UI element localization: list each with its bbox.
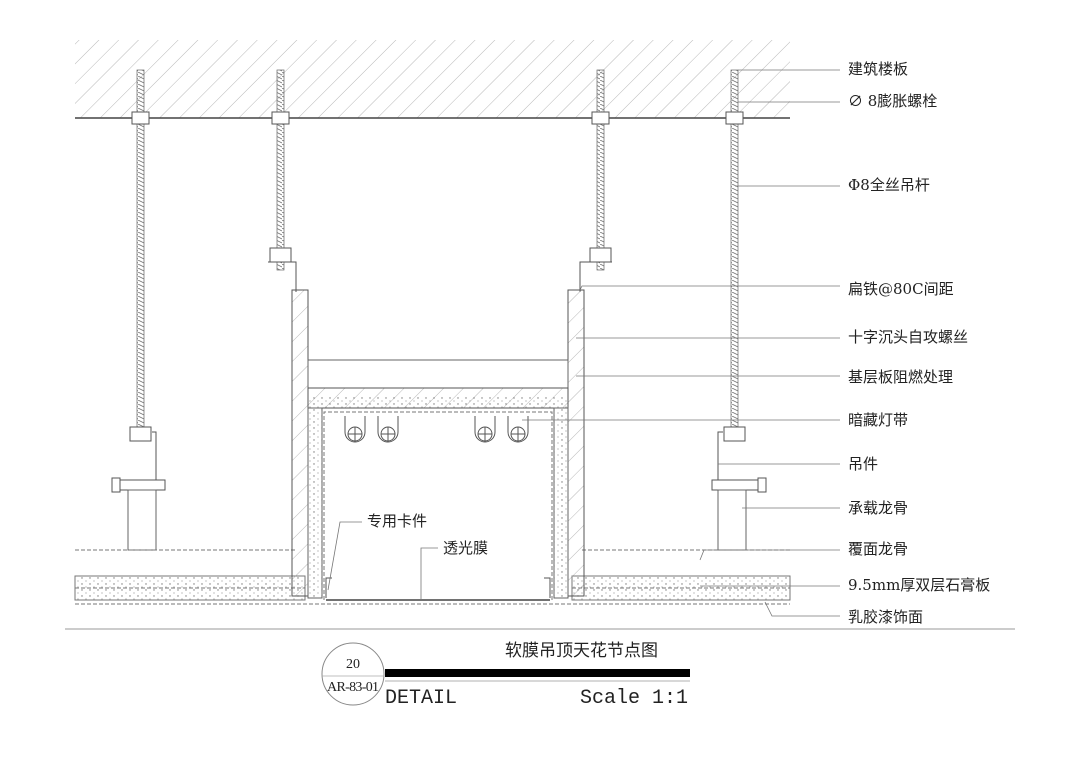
detail-number: 20: [346, 657, 360, 672]
hanger-right: [711, 431, 767, 551]
rod-right-inner: [579, 69, 612, 292]
label-flat-iron: 扁铁@80C间距: [848, 280, 954, 298]
rod-left-outer: [129, 69, 152, 442]
label-cover-channel: 覆面龙骨: [848, 540, 908, 558]
label-hidden-light: 暗藏灯带: [848, 411, 908, 429]
threaded-rods: [129, 69, 746, 442]
callout-labels: 建筑楼板 ∅ 8膨胀螺栓 Φ8全丝吊杆 扁铁@80C间距 十字沉头自攻螺丝 基层…: [367, 60, 990, 626]
label-base-board: 基层板阻燃处理: [848, 368, 953, 386]
detail-word: DETAIL: [385, 687, 457, 710]
label-expansion-bolt: ∅ 8膨胀螺栓: [848, 92, 937, 110]
led-strips: [344, 416, 529, 443]
led-light-icon: [474, 416, 496, 443]
hanger-left: [111, 431, 166, 551]
gypsum-boards: [74, 575, 791, 605]
title-block: 20 AR-83-01 软膜吊顶天花节点图 DETAIL Scale 1:1: [65, 628, 1015, 710]
label-rod: Φ8全丝吊杆: [848, 176, 930, 194]
label-gypsum: 9.5mm厚双层石膏板: [848, 576, 990, 594]
label-clip: 专用卡件: [367, 512, 427, 530]
rod-right-outer: [723, 69, 746, 442]
sheet-reference: AR-83-01: [327, 680, 379, 695]
led-light-icon: [377, 416, 399, 443]
concrete-slab: [75, 40, 790, 119]
label-screw: 十字沉头自攻螺丝: [848, 328, 968, 346]
light-trough: [291, 289, 585, 601]
membrane-clips: [325, 577, 551, 598]
title-bar: [385, 669, 690, 677]
label-slab: 建筑楼板: [848, 60, 908, 78]
leader-lines: [327, 69, 840, 617]
led-light-icon: [507, 416, 529, 443]
label-hanger: 吊件: [848, 455, 878, 473]
drawing-title: 软膜吊顶天花节点图: [505, 641, 658, 661]
label-carrying-channel: 承载龙骨: [848, 499, 908, 517]
scale-label: Scale 1:1: [580, 687, 688, 710]
label-membrane: 透光膜: [443, 539, 488, 557]
label-paint: 乳胶漆饰面: [848, 608, 923, 626]
led-light-icon: [344, 416, 366, 443]
rod-left-inner: [268, 69, 297, 292]
